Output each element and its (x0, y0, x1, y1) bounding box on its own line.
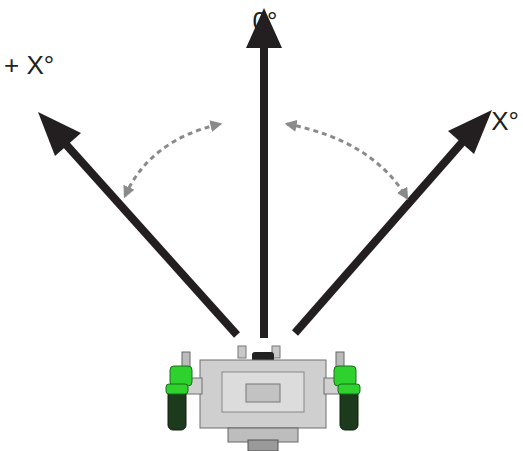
center-arrow-head (246, 8, 282, 48)
left-arrow-shaft (62, 140, 237, 335)
angle-label: + X° (4, 52, 54, 78)
angle-label: - X° (475, 108, 519, 134)
rotation-arc (125, 124, 220, 196)
right-arrow-shaft (295, 138, 466, 333)
angle-label: 0° (253, 8, 278, 34)
rotation-arc (287, 124, 407, 198)
direction-arrows (38, 8, 492, 338)
robot-illustration (166, 346, 360, 451)
left-arrow-head (38, 112, 81, 156)
center-arrow-shaft (260, 44, 268, 338)
